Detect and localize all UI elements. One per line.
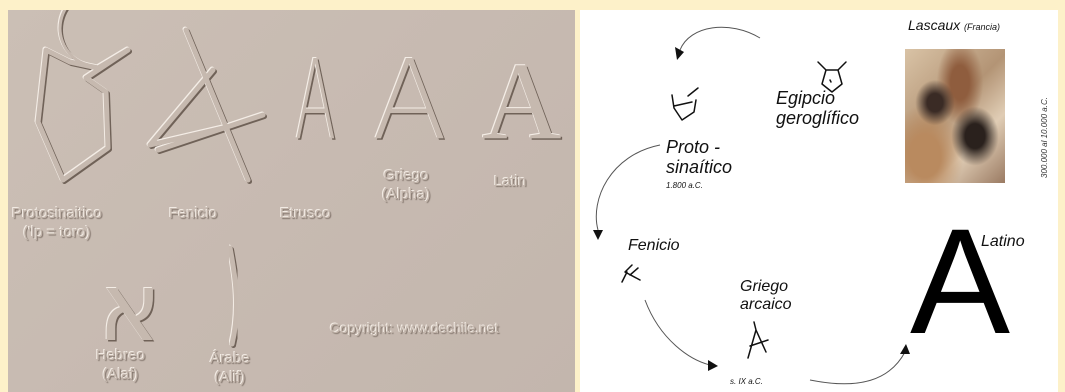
proto-line2: sinaítico bbox=[666, 156, 733, 177]
lascaux-date: 300.000 al 10.000 a.C. bbox=[1040, 97, 1049, 178]
etrusco-glyph: A bbox=[295, 36, 336, 164]
fenicio-glyph-small bbox=[621, 264, 641, 283]
copyright-text: Copyright: www.dechile.net bbox=[330, 320, 499, 336]
arrowhead-3 bbox=[708, 360, 718, 371]
hebreo-note: (Alaf) bbox=[102, 365, 139, 383]
protosinaitico-head bbox=[35, 47, 131, 183]
lascaux-name: Lascaux bbox=[908, 17, 961, 33]
griego-note: (Alpha) bbox=[382, 185, 431, 203]
embossed-glyphs: A A A א bbox=[35, 10, 561, 363]
arrowhead-2 bbox=[593, 230, 603, 240]
arrow-egipcio-to-proto bbox=[679, 26, 761, 51]
egipcio-label: Egipcio geroglífico bbox=[776, 88, 860, 129]
griego-date: s. IX a.C. bbox=[730, 377, 763, 386]
arabe-glyph bbox=[227, 245, 239, 347]
protosinaitico-note: ('lp = toro) bbox=[23, 223, 91, 241]
proto-glyph bbox=[671, 87, 699, 121]
hebreo-glyph: א bbox=[98, 253, 162, 363]
arrow-fenicio-to-griego bbox=[644, 299, 711, 366]
lascaux-title: Lascaux (Francia) bbox=[908, 17, 1001, 33]
griego-line1: Griego bbox=[740, 278, 789, 295]
arabe-label: Árabe (Alif) bbox=[210, 350, 250, 388]
griego-glyph-small bbox=[747, 321, 769, 359]
latino-big-letter: A bbox=[910, 197, 1011, 365]
griego-name: Griego bbox=[383, 167, 429, 184]
lascaux-cave-painting bbox=[905, 49, 1005, 183]
protosinaitico-name: Protosinaitico bbox=[12, 205, 103, 222]
griego-label-right: Griego arcaico bbox=[740, 278, 792, 313]
latin-glyph: A bbox=[482, 40, 561, 162]
egipcio-line1: Egipcio bbox=[776, 88, 836, 108]
arrowhead-1 bbox=[675, 47, 684, 60]
proto-label: Proto - sinaítico 1.800 a.C. bbox=[666, 137, 733, 190]
evolution-arrows bbox=[593, 26, 910, 385]
fenicio-label: Fenicio bbox=[169, 205, 218, 222]
alphabet-evolution-diagram-panel: Lascaux (Francia) 300.000 al 10.000 a.C.… bbox=[580, 10, 1058, 392]
hebreo-name: Hebreo bbox=[96, 347, 146, 364]
latin-label: Latin bbox=[494, 173, 527, 190]
egipcio-glyph bbox=[817, 61, 847, 93]
protosinaitico-label: Protosinaitico ('lp = toro) bbox=[12, 205, 102, 243]
arrowhead-4 bbox=[900, 344, 910, 354]
griego-glyph: A bbox=[372, 36, 447, 164]
alphabet-evolution-stone-panel: A A A א Protosinaitico ('lp = toro) Feni… bbox=[8, 10, 575, 392]
proto-date: 1.800 a.C. bbox=[666, 180, 703, 190]
griego-label: Griego (Alpha) bbox=[382, 167, 430, 205]
lascaux-country: (Francia) bbox=[964, 22, 1001, 32]
arabe-note: (Alif) bbox=[214, 368, 246, 386]
arrow-griego-to-latino bbox=[809, 351, 906, 385]
fenicio-glyph bbox=[147, 27, 266, 183]
latino-label: Latino bbox=[981, 233, 1025, 250]
proto-line1: Proto - bbox=[666, 137, 721, 157]
griego-line2: arcaico bbox=[740, 295, 792, 313]
arrow-proto-to-fenicio bbox=[595, 144, 661, 231]
egipcio-line2: geroglífico bbox=[776, 107, 860, 128]
fenicio-label-right: Fenicio bbox=[628, 237, 680, 254]
etrusco-label: Etrusco bbox=[280, 205, 331, 222]
hebreo-label: Hebreo (Alaf) bbox=[96, 347, 145, 385]
arabe-name: Árabe bbox=[210, 350, 251, 367]
